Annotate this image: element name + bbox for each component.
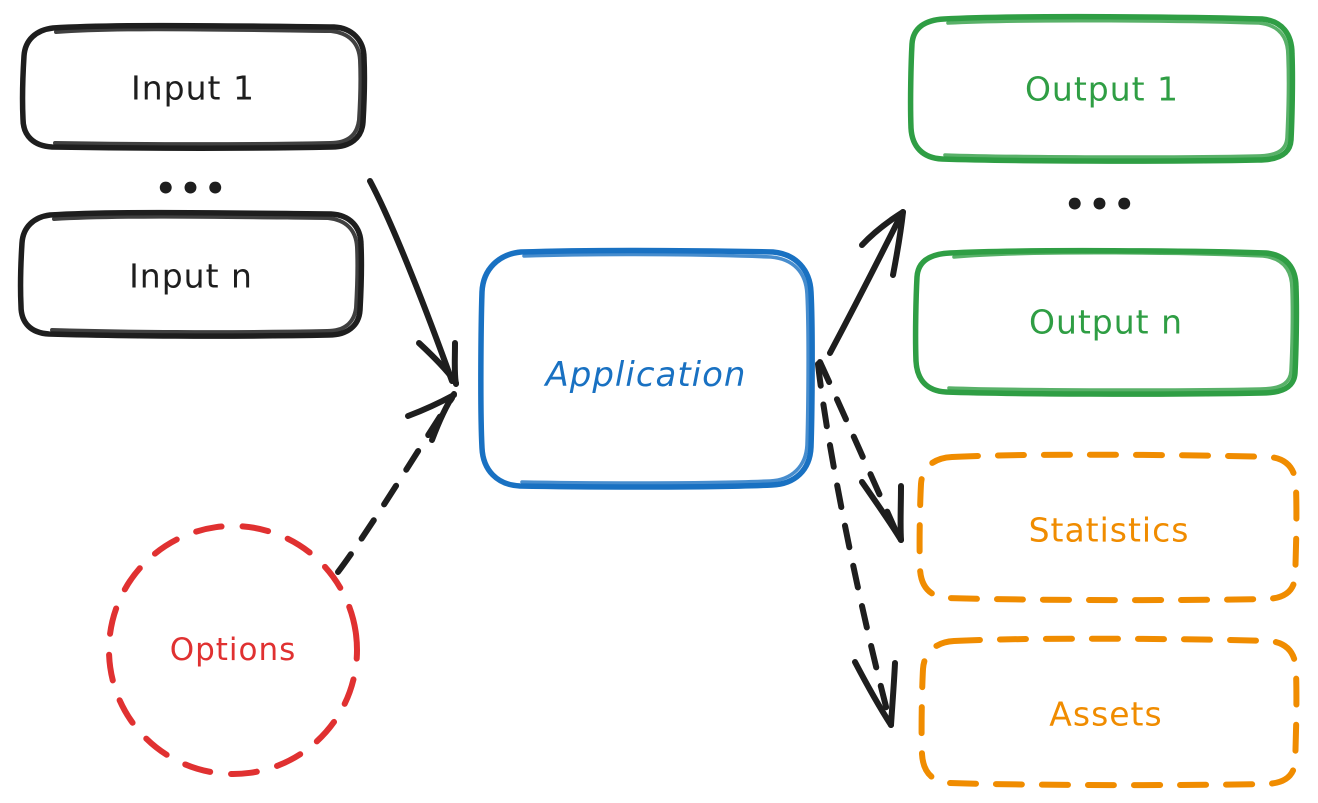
node-output-n-outline (912, 247, 1300, 397)
input-ellipsis: ••• (154, 169, 230, 209)
edge-options-to-application (335, 391, 457, 575)
edge-application-to-statistics (817, 359, 904, 543)
node-input-1-outline (19, 22, 368, 151)
output-ellipsis: ••• (1063, 185, 1139, 225)
edge-inputs-to-application (367, 178, 459, 387)
edge-application-to-outputs (827, 209, 906, 356)
node-options-outline (106, 523, 360, 777)
node-input-n-outline (17, 209, 365, 339)
edge-application-to-assets (815, 361, 898, 728)
node-output-1-outline (907, 13, 1296, 164)
node-application-outline (478, 247, 815, 490)
node-assets-outline (918, 635, 1300, 789)
node-statistics-outline (916, 451, 1300, 604)
